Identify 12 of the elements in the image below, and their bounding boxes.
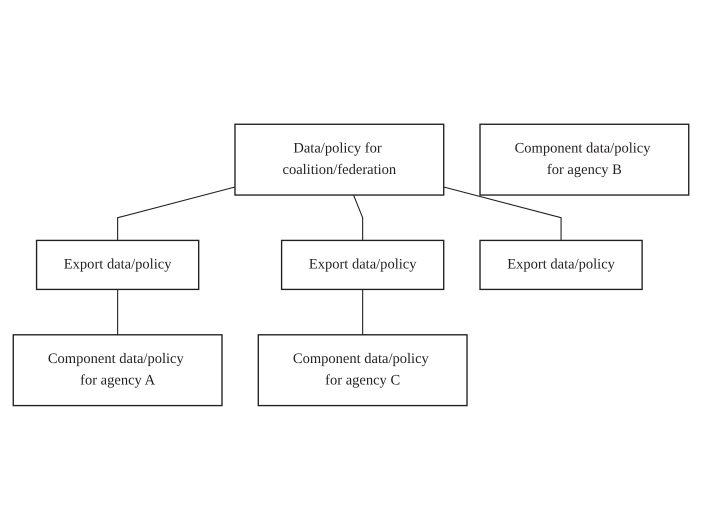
connector <box>117 289 118 334</box>
connector <box>444 186 562 240</box>
node-box: Component data/policy for agency A <box>12 334 223 406</box>
node-box: Export data/policy <box>36 239 200 290</box>
node-box: Export data/policy <box>479 239 643 290</box>
node-box: Component data/policy for agency C <box>258 334 468 406</box>
node-box: Data/policy for coalition/federation <box>234 123 444 196</box>
node-box: Component data/policy for agency B <box>479 123 690 196</box>
connector <box>353 194 364 240</box>
node-box: Export data/policy <box>280 239 444 290</box>
connector <box>362 289 364 334</box>
connector <box>117 186 236 240</box>
